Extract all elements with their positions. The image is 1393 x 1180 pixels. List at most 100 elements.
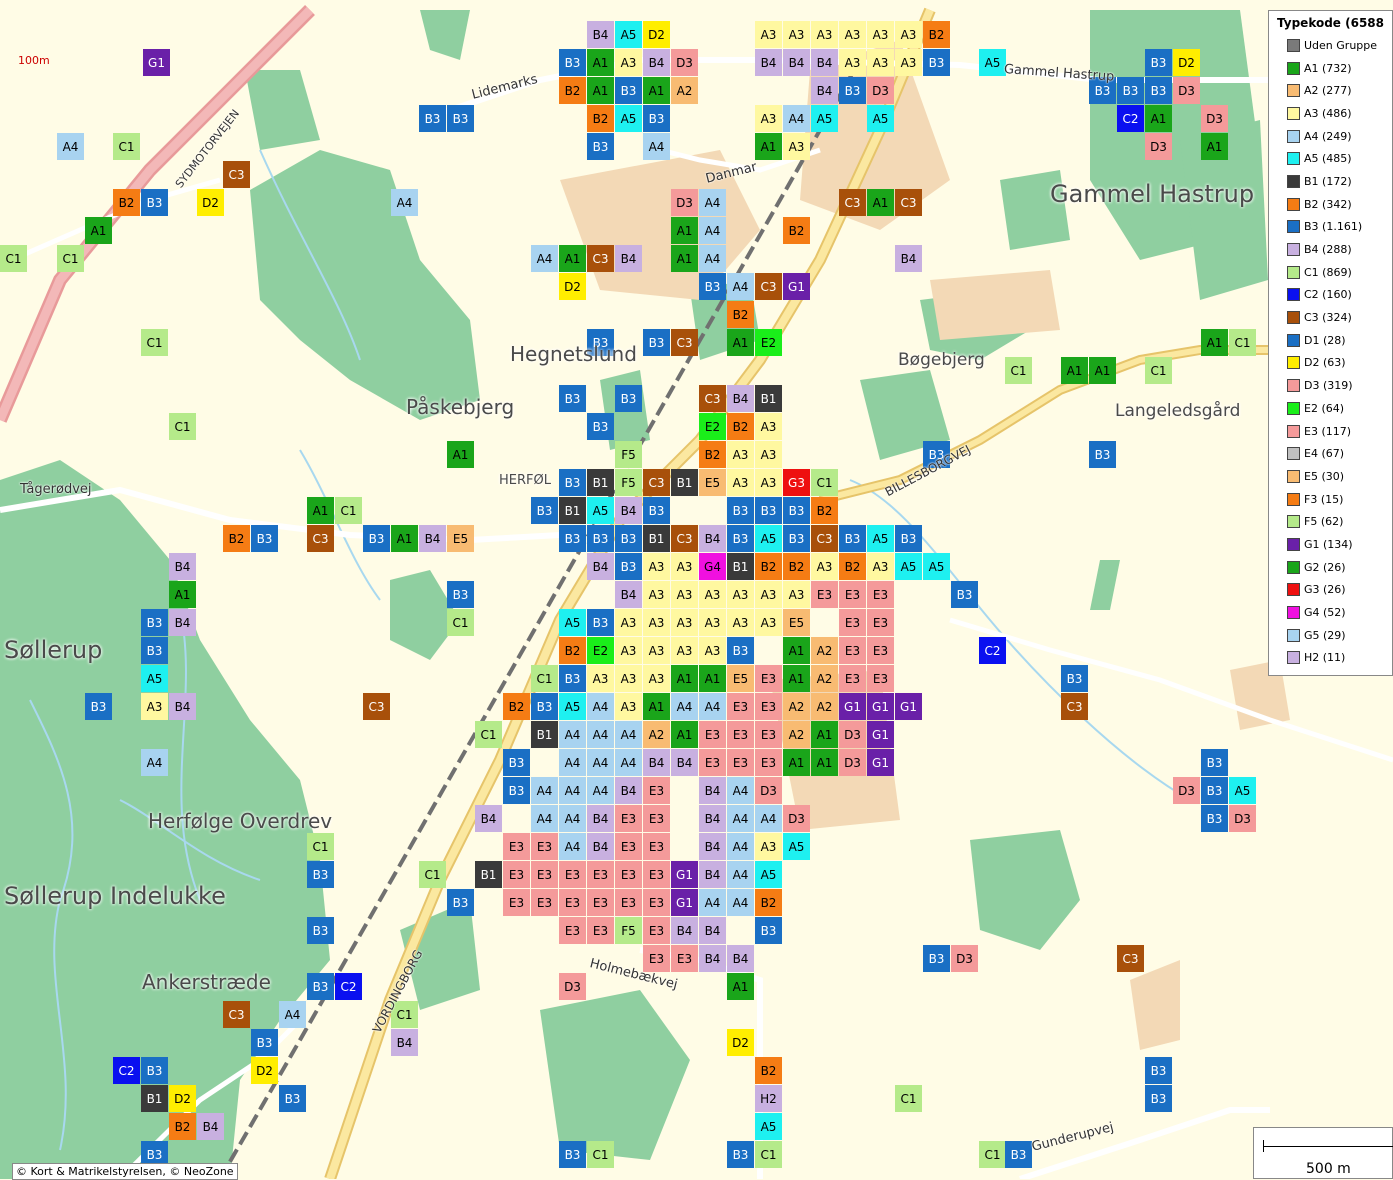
grid-cell[interactable]: C1: [755, 1141, 782, 1168]
grid-cell[interactable]: B3: [559, 665, 586, 692]
grid-cell[interactable]: D3: [1145, 133, 1172, 160]
grid-cell[interactable]: F5: [615, 441, 642, 468]
grid-cell[interactable]: A1: [727, 973, 754, 1000]
grid-cell[interactable]: B3: [783, 497, 810, 524]
grid-cell[interactable]: A3: [755, 609, 782, 636]
grid-cell[interactable]: A3: [699, 609, 726, 636]
grid-cell[interactable]: B3: [419, 105, 446, 132]
grid-cell[interactable]: A4: [699, 889, 726, 916]
grid-cell[interactable]: A3: [643, 637, 670, 664]
grid-cell[interactable]: E3: [587, 889, 614, 916]
grid-cell[interactable]: B4: [671, 749, 698, 776]
grid-cell[interactable]: A5: [783, 833, 810, 860]
grid-cell[interactable]: A4: [615, 721, 642, 748]
grid-cell[interactable]: A3: [699, 581, 726, 608]
grid-cell[interactable]: A5: [755, 1113, 782, 1140]
grid-cell[interactable]: A1: [671, 665, 698, 692]
grid-cell[interactable]: A5: [1229, 777, 1256, 804]
grid-cell[interactable]: E3: [503, 861, 530, 888]
grid-cell[interactable]: B2: [223, 525, 250, 552]
grid-cell[interactable]: B2: [727, 413, 754, 440]
grid-cell[interactable]: A4: [699, 245, 726, 272]
grid-cell[interactable]: B4: [811, 49, 838, 76]
grid-cell[interactable]: A1: [643, 693, 670, 720]
grid-cell[interactable]: A1: [391, 525, 418, 552]
grid-cell[interactable]: G1: [867, 693, 894, 720]
grid-cell[interactable]: G1: [671, 861, 698, 888]
grid-cell[interactable]: C1: [1145, 357, 1172, 384]
grid-cell[interactable]: A3: [783, 21, 810, 48]
grid-cell[interactable]: D2: [197, 189, 224, 216]
grid-cell[interactable]: A3: [699, 637, 726, 664]
grid-cell[interactable]: B1: [531, 721, 558, 748]
grid-cell[interactable]: B3: [559, 49, 586, 76]
grid-cell[interactable]: G1: [143, 49, 170, 76]
grid-cell[interactable]: A4: [727, 833, 754, 860]
grid-cell[interactable]: D3: [951, 945, 978, 972]
grid-cell[interactable]: A5: [811, 105, 838, 132]
grid-cell[interactable]: G3: [783, 469, 810, 496]
grid-cell[interactable]: A4: [699, 189, 726, 216]
grid-cell[interactable]: A3: [755, 581, 782, 608]
grid-cell[interactable]: E3: [559, 889, 586, 916]
grid-cell[interactable]: E2: [699, 413, 726, 440]
grid-cell[interactable]: A4: [587, 777, 614, 804]
grid-cell[interactable]: E5: [699, 469, 726, 496]
grid-cell[interactable]: D2: [727, 1029, 754, 1056]
grid-cell[interactable]: A1: [699, 665, 726, 692]
grid-cell[interactable]: B2: [699, 441, 726, 468]
grid-cell[interactable]: A3: [895, 49, 922, 76]
grid-cell[interactable]: B3: [141, 637, 168, 664]
grid-cell[interactable]: A3: [671, 581, 698, 608]
grid-cell[interactable]: B3: [559, 525, 586, 552]
grid-cell[interactable]: C3: [895, 189, 922, 216]
grid-cell[interactable]: A4: [615, 749, 642, 776]
grid-cell[interactable]: E3: [615, 833, 642, 860]
grid-cell[interactable]: B3: [587, 133, 614, 160]
grid-cell[interactable]: B4: [419, 525, 446, 552]
grid-cell[interactable]: B3: [1145, 49, 1172, 76]
grid-cell[interactable]: A1: [587, 49, 614, 76]
grid-cell[interactable]: A4: [783, 105, 810, 132]
grid-cell[interactable]: B3: [503, 777, 530, 804]
grid-cell[interactable]: A3: [643, 665, 670, 692]
grid-cell[interactable]: B3: [615, 385, 642, 412]
grid-cell[interactable]: D2: [559, 273, 586, 300]
grid-cell[interactable]: C1: [531, 665, 558, 692]
grid-cell[interactable]: E3: [643, 805, 670, 832]
grid-cell[interactable]: B3: [643, 105, 670, 132]
grid-cell[interactable]: A5: [755, 861, 782, 888]
grid-cell[interactable]: B3: [1005, 1141, 1032, 1168]
grid-cell[interactable]: B4: [643, 749, 670, 776]
grid-cell[interactable]: D3: [559, 973, 586, 1000]
grid-cell[interactable]: D3: [1173, 77, 1200, 104]
grid-cell[interactable]: B4: [727, 945, 754, 972]
grid-cell[interactable]: E3: [503, 833, 530, 860]
grid-cell[interactable]: B4: [169, 693, 196, 720]
grid-cell[interactable]: E2: [755, 329, 782, 356]
grid-cell[interactable]: A3: [727, 609, 754, 636]
grid-cell[interactable]: A2: [811, 665, 838, 692]
grid-cell[interactable]: B1: [755, 385, 782, 412]
grid-cell[interactable]: A3: [615, 609, 642, 636]
grid-cell[interactable]: B3: [1201, 805, 1228, 832]
grid-cell[interactable]: B3: [1061, 665, 1088, 692]
grid-cell[interactable]: B1: [671, 469, 698, 496]
grid-cell[interactable]: B3: [951, 581, 978, 608]
grid-cell[interactable]: A1: [783, 665, 810, 692]
grid-cell[interactable]: A1: [671, 217, 698, 244]
grid-cell[interactable]: B2: [783, 217, 810, 244]
grid-cell[interactable]: A3: [755, 21, 782, 48]
grid-cell[interactable]: E3: [727, 693, 754, 720]
grid-cell[interactable]: B3: [251, 525, 278, 552]
grid-cell[interactable]: A5: [979, 49, 1006, 76]
grid-cell[interactable]: B1: [727, 553, 754, 580]
grid-cell[interactable]: G1: [839, 693, 866, 720]
grid-cell[interactable]: A1: [169, 581, 196, 608]
grid-cell[interactable]: B3: [1089, 77, 1116, 104]
grid-cell[interactable]: B3: [587, 609, 614, 636]
grid-cell[interactable]: C3: [587, 245, 614, 272]
grid-cell[interactable]: E3: [839, 581, 866, 608]
grid-cell[interactable]: D3: [867, 77, 894, 104]
